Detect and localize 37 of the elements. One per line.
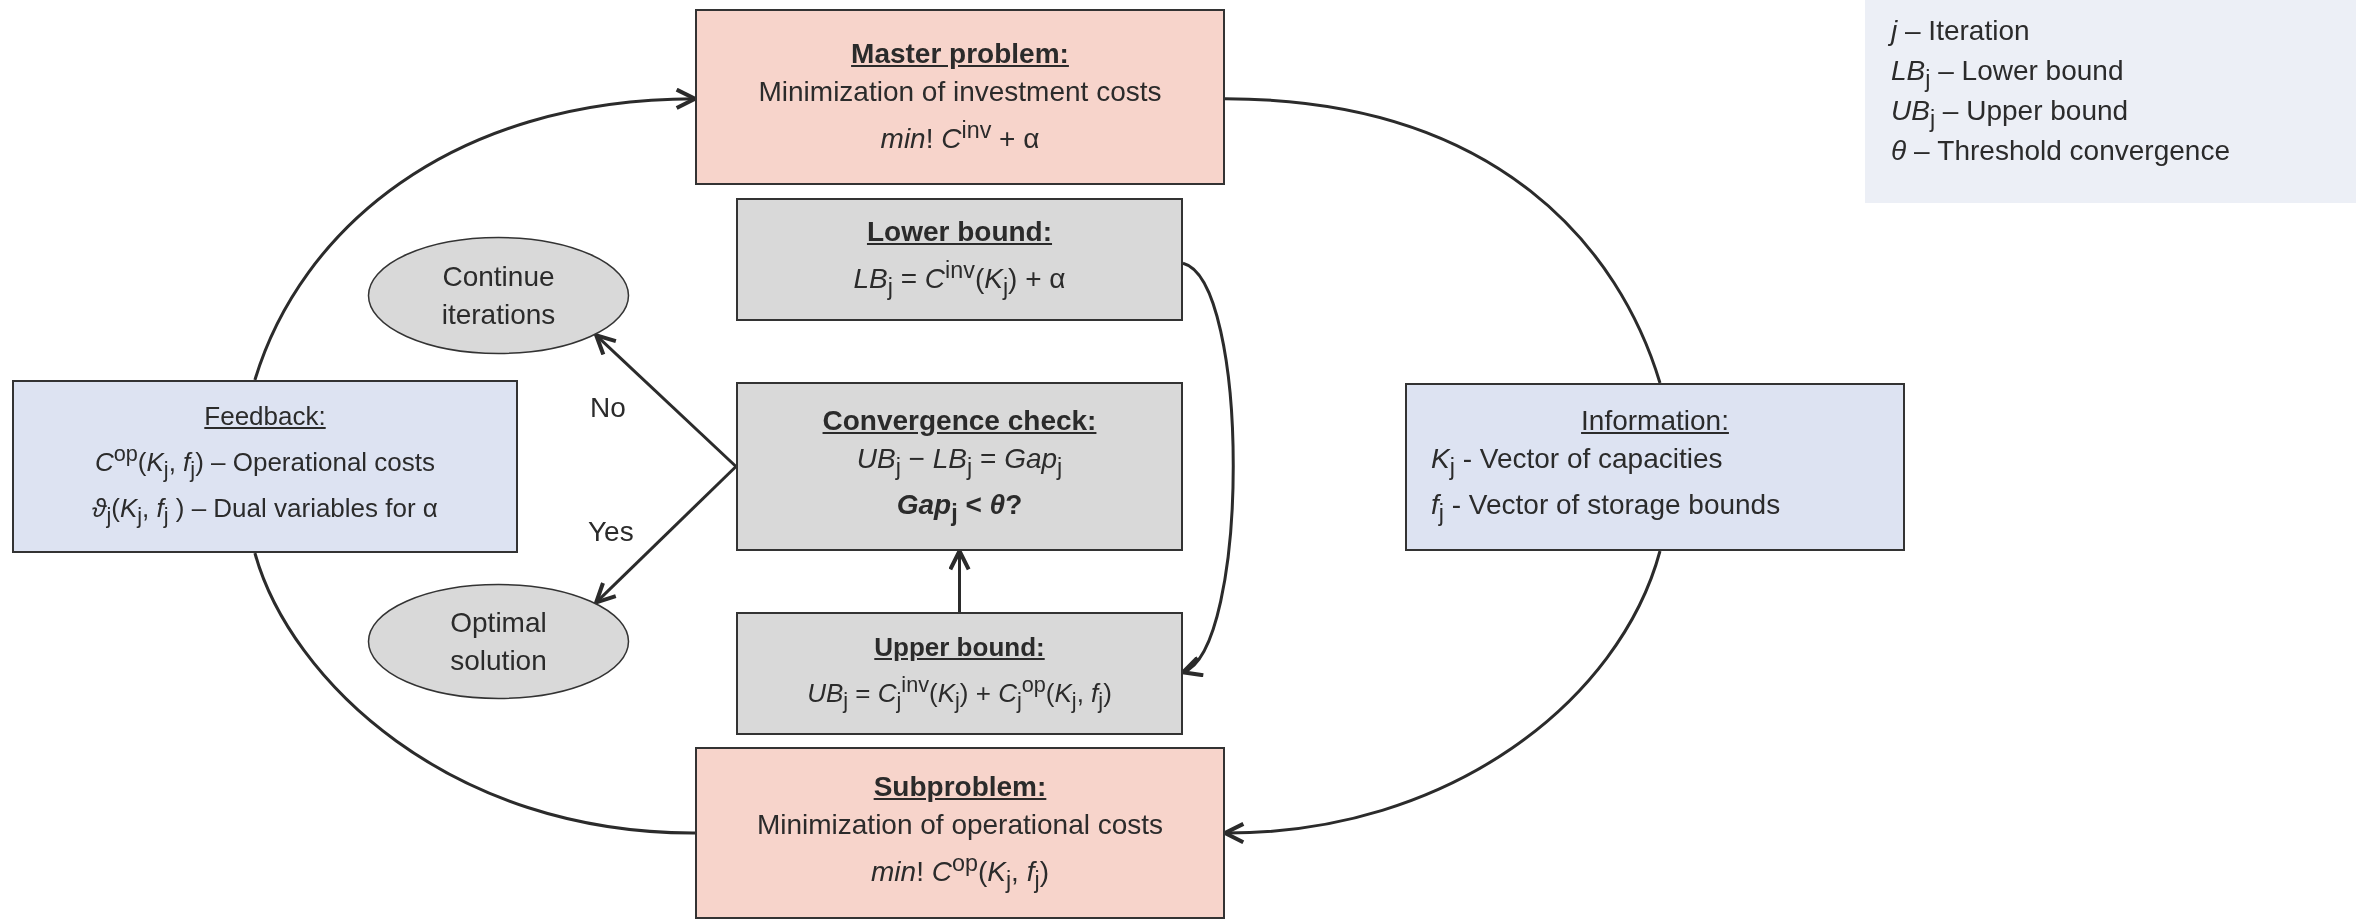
info-box: [12, 380, 518, 553]
process-box: [736, 198, 1183, 321]
box-text: UB$_{j}$ = C$_{j}$$^{inv}$(K$_{j}$) + C$_{j}$$^{op}$(K$_{j}$, f$_{j}$): [807, 670, 1112, 715]
box-heading: Lower bound:: [866, 215, 1053, 250]
info-box: [1405, 383, 1905, 551]
box-text: ϑ$_{j}$(K$_{j}$, f$_{j}$ ) – Dual variables for α: [92, 492, 438, 531]
glossary-entry: θ – Threshold convergence: [1891, 134, 2230, 168]
box-text: min! C$^{inv}$ + α: [880, 116, 1040, 157]
box-text: C$^{op}$(K$_{j}$, f$_{j}$) – Operational costs: [94, 440, 436, 485]
box-heading: Master problem:: [851, 37, 1069, 72]
box-heading: Feedback:: [204, 400, 326, 434]
terminal-label: Continue iterations: [440, 259, 557, 332]
terminal-label: Optimal solution: [449, 605, 548, 678]
terminal-ellipse: [367, 236, 630, 355]
process-box: [736, 612, 1183, 735]
box-heading: Convergence check:: [822, 403, 1097, 438]
glossary-entry: UB$_{j}$ – Upper bound: [1891, 94, 2129, 134]
box-text: Minimization of operational costs: [756, 807, 1164, 842]
process-box: [695, 9, 1225, 185]
box-text: UB$_{j}$ − LB$_{j}$ = Gap$_{j}$: [856, 441, 1063, 482]
box-heading: Subproblem:: [873, 769, 1047, 804]
arrow: [594, 333, 738, 468]
box-text: Minimization of investment costs: [758, 75, 1162, 110]
box-heading: Upper bound:: [874, 630, 1045, 664]
box-text: min! C$^{op}$(K$_{j}$, f$_{j}$): [871, 848, 1049, 895]
arrow: [253, 88, 697, 381]
arrow: [948, 549, 971, 612]
box-text: LB$_{j}$ = C$^{inv}$(K$_{j}$) + α: [853, 256, 1066, 302]
box-heading: Information:: [1581, 404, 1729, 439]
box-text: K$_{j}$ - Vector of capacities: [1431, 442, 1723, 482]
terminal-ellipse: [367, 583, 630, 700]
glossary-entry: LB$_{j}$ – Lower bound: [1891, 54, 2124, 94]
process-box: [695, 747, 1225, 919]
box-text: Gap$_{j}$ < θ?: [896, 487, 1023, 528]
arrow: [594, 465, 738, 605]
box-text: f$_{j}$ - Vector of storage bounds: [1431, 488, 1781, 528]
decision-box: [736, 382, 1183, 551]
